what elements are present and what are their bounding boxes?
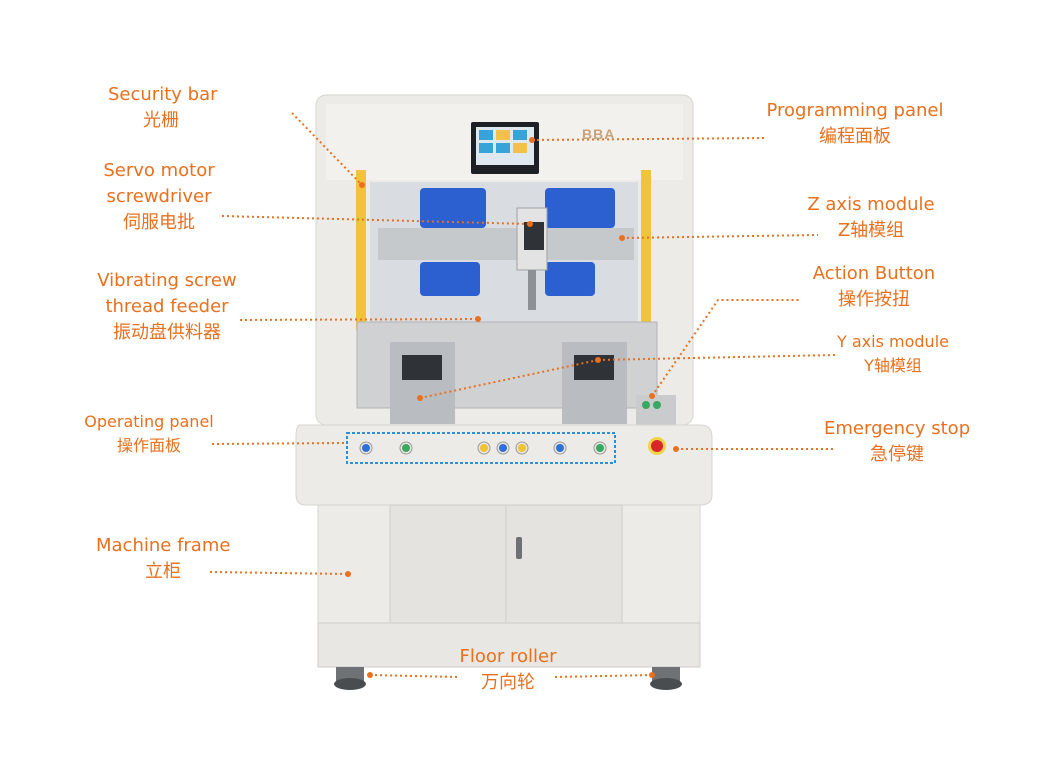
z-axis-beam	[378, 228, 634, 260]
label-zh: 操作面板	[116, 436, 181, 455]
label-z-axis: Z axis module Z轴模组	[806, 192, 936, 244]
blue-bin-left-lower	[420, 262, 480, 296]
leader-security-bar	[291, 112, 363, 186]
label-zh: 伺服电批	[123, 212, 195, 233]
door-handle	[516, 537, 522, 559]
label-en: Action Button	[812, 263, 936, 284]
leader-servo	[221, 215, 531, 225]
screen-tile	[513, 143, 527, 153]
screen-tile	[479, 143, 493, 153]
screen-tile	[479, 130, 493, 140]
security-bar-left	[356, 170, 366, 330]
label-en: Emergency stop	[824, 418, 971, 439]
label-en: Operating panel	[84, 412, 214, 431]
leader-roller-left	[369, 674, 459, 678]
screen-tile	[513, 130, 527, 140]
blue-bin-right	[545, 188, 615, 228]
roller-right	[652, 667, 680, 681]
leader-frame	[209, 571, 349, 575]
servo-motor	[524, 222, 544, 250]
label-frame: Machine frame 立柜	[96, 533, 230, 585]
label-zh: Z轴模组	[837, 220, 905, 241]
leader-operating	[211, 442, 347, 445]
leader-lines	[209, 112, 836, 678]
roller-right-foot	[650, 678, 682, 690]
action-button	[642, 401, 650, 409]
label-servo: Servo motor screwdriver 伺服电批	[100, 158, 218, 236]
cabinet-base	[317, 622, 701, 668]
label-zh: 振动盘供料器	[113, 322, 221, 343]
leader-y-axis-left	[419, 359, 599, 399]
label-en: Vibrating screw	[97, 270, 237, 291]
fixture-left-jig	[402, 355, 442, 380]
leader-programming	[531, 137, 766, 141]
roller-left	[336, 667, 364, 681]
blue-bin-left	[420, 188, 486, 228]
label-y-axis: Y axis module Y轴模组	[836, 330, 950, 378]
machine-logo: BBA	[582, 126, 616, 142]
fixture-left	[390, 342, 455, 424]
label-en: Programming panel	[766, 100, 944, 121]
screwdriver-shaft	[528, 270, 536, 310]
label-zh: 万向轮	[481, 672, 535, 693]
screen-tile	[496, 130, 510, 140]
label-zh: Y轴模组	[864, 356, 922, 375]
fixture-right-jig	[574, 355, 614, 380]
screen-tile	[496, 143, 510, 153]
label-roller: Floor roller 万向轮	[456, 644, 560, 696]
label-operating: Operating panel 操作面板	[84, 410, 214, 458]
label-en: Floor roller	[459, 646, 557, 667]
action-button	[653, 401, 661, 409]
label-zh: 编程面板	[819, 126, 891, 147]
label-feeder: Vibrating screw thread feeder 振动盘供料器	[96, 268, 238, 346]
label-zh: 光栅	[143, 110, 179, 131]
label-zh: 急停键	[870, 444, 924, 465]
fixture-right	[562, 342, 627, 424]
leader-roller-right	[554, 674, 653, 678]
label-security-bar: Security bar 光栅	[108, 82, 218, 134]
label-zh: 立柜	[145, 561, 181, 582]
action-button-box	[636, 395, 676, 425]
label-en: screwdriver	[106, 186, 212, 207]
operating-panel-outline	[346, 432, 616, 464]
blue-bin-right-lower	[545, 262, 595, 296]
label-en: thread feeder	[105, 296, 229, 317]
cabinet-door-right	[505, 504, 623, 624]
label-estop: Emergency stop 急停键	[824, 416, 970, 468]
label-en: Machine frame	[96, 535, 231, 556]
roller-left-foot	[334, 678, 366, 690]
label-en: Y axis module	[837, 332, 949, 351]
label-zh: 操作按扭	[838, 289, 910, 310]
leader-action	[651, 299, 800, 397]
label-programming: Programming panel 编程面板	[766, 98, 944, 150]
control-buttons	[359, 441, 607, 455]
cabinet-door-left	[389, 504, 507, 624]
label-en: Security bar	[108, 84, 218, 105]
label-action: Action Button 操作按扭	[812, 261, 936, 313]
security-bar-right	[641, 170, 651, 330]
desk	[295, 424, 713, 506]
label-en: Servo motor	[103, 160, 215, 181]
label-en: Z axis module	[807, 194, 935, 215]
